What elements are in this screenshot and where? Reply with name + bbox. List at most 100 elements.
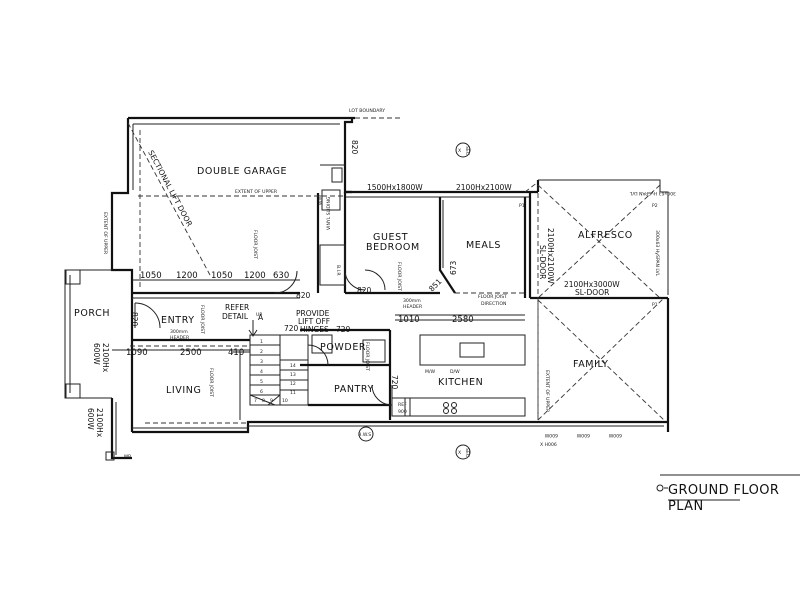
- window-meals: 2100Hx2100W: [456, 183, 512, 192]
- header-word-meals: HEADER: [403, 304, 423, 310]
- stair-step-8: 8: [262, 398, 265, 404]
- room-guest-2: BEDROOM: [366, 242, 420, 253]
- extent-upper-garage: EXTENT OF UPPER: [235, 189, 278, 195]
- window-family-2: 600W: [576, 432, 590, 438]
- room-labels: DOUBLE GARAGE GUEST BEDROOM MEALS ALFRES…: [74, 166, 633, 396]
- sl-door-main-1: 2100Hx3000W: [564, 280, 620, 289]
- dim-garage-5: 630: [273, 271, 289, 281]
- dim-851: 851: [427, 277, 444, 294]
- section-markers: [105, 142, 800, 501]
- window-family-1: 600W: [544, 432, 558, 438]
- hws-label: H.W.S: [358, 432, 371, 438]
- header-300-meals: 300mm: [403, 298, 421, 304]
- stairs: [248, 320, 308, 406]
- window-guest: 1500Hx1800W: [367, 183, 423, 192]
- floor-joist-living: FLOOR JOIST: [208, 368, 214, 397]
- stair-step-14: 14: [290, 363, 296, 369]
- room-pantry: PANTRY: [334, 384, 374, 395]
- extent-upper-family: EXTENT OF UPPER: [544, 370, 550, 413]
- provide-label-3: HINGES: [300, 325, 329, 334]
- dim-820-mid: 820: [296, 291, 311, 300]
- hyspan-label-side: 300x63 HySPAN LVL: [654, 230, 660, 277]
- dim-garage-2: 1200: [176, 271, 198, 281]
- vinyl-sliding-label: VINYL SLIDING: [326, 196, 332, 230]
- dim-garage-4: 1200: [244, 271, 266, 281]
- title-marker: [656, 484, 664, 492]
- ref-label: REF: [398, 402, 407, 408]
- stair-step-1: 1: [260, 339, 263, 345]
- direction-meals: DIRECTION: [481, 301, 506, 307]
- window-family-3: 600W: [608, 432, 622, 438]
- window-living-side-2: 600W: [86, 408, 95, 430]
- dim-garage-1: 1050: [140, 271, 162, 281]
- room-living: LIVING: [166, 385, 201, 396]
- title-line-2: PLAN: [668, 499, 704, 514]
- outer-walls: [64, 116, 670, 460]
- p2-label: P2: [652, 203, 658, 209]
- refer-label: REFER: [225, 303, 249, 312]
- dim-garage-3: 1050: [211, 271, 233, 281]
- sec-label-top: SEC: [464, 146, 470, 155]
- window-porch-side-2: 600W: [92, 343, 101, 365]
- sectional-lift-door-label: SECTIONAL LIFT DOOR: [146, 149, 194, 228]
- dim-820-top: 820: [350, 140, 359, 155]
- dim-2500: 2500: [180, 348, 202, 358]
- opening-labels: 1500Hx1800W 2100Hx2100W 2100Hx2100W SL-D…: [86, 183, 622, 448]
- room-meals: MEALS: [466, 240, 501, 251]
- sec-ref-top: X: [458, 148, 461, 154]
- dim-720-b: 720: [336, 325, 351, 334]
- room-family: FAMILY: [573, 359, 609, 370]
- p1-label-top: P1: [519, 203, 525, 209]
- room-powder: POWDER: [320, 342, 366, 353]
- dim-673: 673: [449, 260, 458, 275]
- sl-door-side-2: SL-DOOR: [538, 245, 547, 279]
- title-line-1: GROUND FLOOR: [668, 483, 779, 498]
- stair-step-5: 5: [260, 379, 263, 385]
- dim-1090: 1090: [126, 348, 148, 358]
- section-marker-top: [455, 142, 471, 158]
- sec-ref-bottom: X: [458, 450, 461, 456]
- room-double-garage: DOUBLE GARAGE: [197, 166, 287, 177]
- hws-marker: [358, 426, 374, 442]
- room-guest-1: GUEST: [373, 232, 408, 243]
- bir-label: B.I.R: [335, 265, 341, 276]
- hyspan-label-top: 300x63 HySPAN LVL: [629, 190, 676, 196]
- drawing-title: GROUND FLOOR PLAN: [668, 483, 779, 514]
- dw-label: D/W: [450, 369, 460, 375]
- stair-step-7: 7: [254, 398, 257, 404]
- dim-720-c: 720: [390, 375, 399, 390]
- p1-label-right: P1: [652, 302, 658, 308]
- room-kitchen: KITCHEN: [438, 377, 483, 388]
- floor-joist-meals: FLOOR JOIST: [478, 294, 507, 300]
- sl-door-main-2: SL-DOOR: [575, 288, 609, 297]
- window-living-side-1: 2100Hx: [95, 408, 104, 438]
- mw-label: M/W: [425, 369, 436, 375]
- provide-label-1: PROVIDE: [296, 309, 330, 318]
- stair-step-11: 11: [290, 390, 296, 396]
- interior-walls: [132, 164, 527, 420]
- dim-820-entry: 820: [130, 312, 139, 327]
- room-alfresco: ALFRESCO: [578, 230, 633, 241]
- floor-joist-garage: FLOOR JOIST: [252, 230, 258, 259]
- lot-boundary-label: LOT BOUNDARY: [349, 108, 385, 114]
- dim-720-a: 720: [284, 324, 299, 333]
- sec-label-bottom: SEC: [464, 448, 470, 457]
- doors: [134, 269, 393, 406]
- stair-step-9: 9: [270, 398, 273, 404]
- floor-joist-entry: FLOOR JOIST: [199, 305, 205, 334]
- header-300-entry: 300mm: [170, 329, 188, 335]
- floor-joist-guest: FLOOR JOIST: [396, 262, 402, 291]
- detail-label: DETAIL: [222, 312, 249, 321]
- up-label: UP: [256, 312, 262, 318]
- ref-width: 900: [398, 409, 407, 415]
- stair-step-13: 13: [290, 372, 296, 378]
- extent-upper-left: EXTENT OF UPPER: [102, 212, 108, 255]
- stair-step-3: 3: [260, 359, 263, 365]
- stair-step-4: 4: [260, 369, 263, 375]
- room-entry: ENTRY: [161, 315, 195, 326]
- detail-ref: A: [258, 313, 264, 322]
- header-word-entry: HEADER: [170, 335, 190, 341]
- provide-label-2: LIFT OFF: [298, 317, 330, 326]
- stair-step-12: 12: [290, 381, 296, 387]
